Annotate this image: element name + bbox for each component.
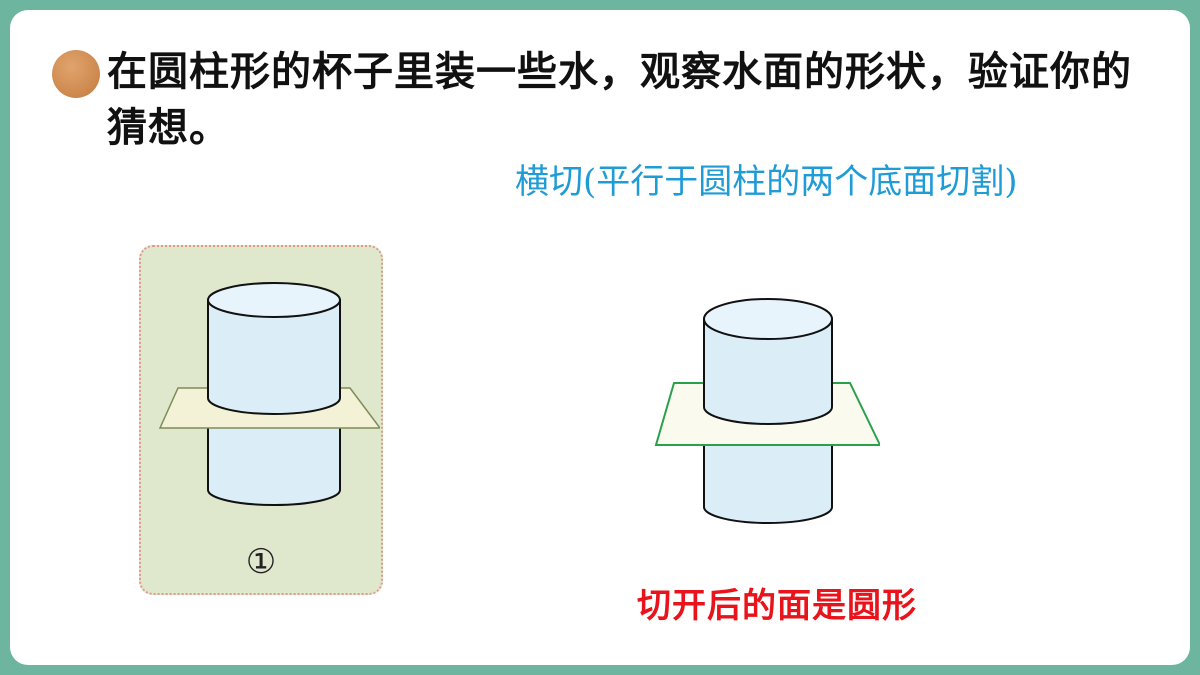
- bullet-dot-icon: [52, 50, 100, 98]
- cylinder-cut-figure-1: [158, 282, 380, 506]
- conclusion-text: 切开后的面是圆形: [637, 586, 917, 626]
- question-text: 在圆柱形的杯子里装一些水，观察水面的形状，验证你的猜想。: [107, 49, 1132, 151]
- cylinder-upper-body: [703, 318, 833, 425]
- cut-note: 横切(平行于圆柱的两个底面切割): [515, 162, 1018, 202]
- cylinder-top-face: [207, 282, 341, 318]
- cylinder-upper-body: [207, 299, 341, 415]
- cylinder-cut-figure-2: [654, 298, 880, 524]
- figure-label: ①: [245, 542, 277, 582]
- cylinder-lower-body: [703, 434, 833, 524]
- cylinder-lower-body: [207, 419, 341, 506]
- cylinder-top-face: [703, 298, 833, 340]
